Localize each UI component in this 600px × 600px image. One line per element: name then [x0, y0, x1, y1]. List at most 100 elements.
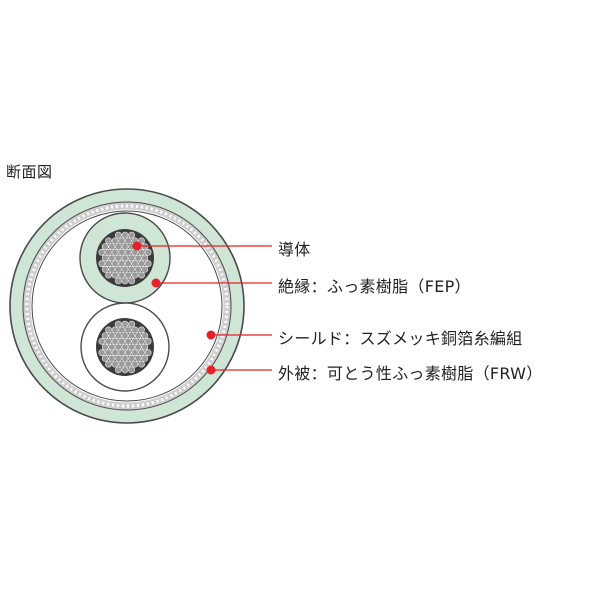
conductor-strand: [131, 337, 139, 345]
conductor-strand: [144, 337, 152, 345]
conductor-strand: [108, 254, 116, 262]
conductor-strand: [124, 260, 132, 268]
conductor-strand: [108, 354, 116, 362]
conductor-strand: [115, 277, 122, 285]
conductor-strand: [108, 343, 116, 351]
lower-conductor-strands: [98, 320, 152, 374]
conductor-strand: [134, 265, 142, 273]
conductor-strand: [141, 332, 149, 339]
conductor-strand: [121, 343, 129, 351]
conductor-strand: [105, 271, 112, 279]
shield-outer-line: [22, 201, 232, 411]
conductor-strand: [141, 354, 149, 362]
callout-insulation: [151, 278, 272, 288]
conductor-strand: [115, 254, 122, 262]
conductor-strand: [124, 248, 132, 256]
conductor-strand: [115, 265, 122, 273]
conductor-strand: [128, 332, 135, 339]
conductor-strand: [108, 265, 116, 273]
callout-conductor: [132, 241, 272, 251]
conductor-strand: [101, 354, 109, 362]
conductor-strand: [128, 277, 135, 285]
conductor-strand: [115, 354, 122, 362]
conductor-strand: [111, 349, 119, 357]
conductor-strand: [128, 265, 135, 273]
conductor-strand: [128, 343, 135, 351]
conductor-strand: [115, 243, 122, 250]
conductor-strand: [134, 254, 142, 262]
conductor-strand: [101, 332, 109, 339]
conductor-strand: [124, 271, 132, 279]
conductor-strand: [124, 360, 132, 368]
conductor-strand: [121, 354, 129, 362]
conductor-strand: [138, 271, 145, 279]
conductor-strand: [138, 237, 145, 245]
conductor-strand: [121, 265, 129, 273]
conductor-strand: [121, 277, 129, 285]
conductor-strand: [121, 254, 129, 262]
conductor-strand: [111, 248, 119, 256]
conductor-strand: [105, 237, 112, 245]
conductor-strand: [124, 349, 132, 357]
conductor-strand: [111, 260, 119, 268]
conductor-strand: [134, 343, 142, 351]
conductor-strand: [134, 354, 142, 362]
conductor-strand: [131, 271, 139, 279]
conductor-strand: [111, 337, 119, 345]
conductor-strand: [98, 248, 106, 256]
callout-jacket: [206, 365, 272, 375]
upper-conductor-strands: [98, 231, 152, 285]
conductor-strand: [118, 337, 126, 345]
conductor-strand: [128, 320, 135, 328]
conductor-strand: [111, 360, 119, 368]
conductor-strand: [138, 248, 145, 256]
conductor-strand: [121, 243, 129, 250]
conductor-strand: [111, 237, 119, 245]
conductor-strand: [105, 337, 112, 345]
conductor-strand: [118, 248, 126, 256]
conductor-strand: [144, 260, 152, 268]
conductor-strand: [118, 360, 126, 368]
label-insulation: 絶縁：ふっ素樹脂（FEP）: [278, 277, 471, 296]
conductor-strand: [111, 326, 119, 334]
conductor-strand: [128, 354, 135, 362]
conductor-strand: [118, 237, 126, 245]
conductor-strand: [101, 343, 109, 351]
conductor-strand: [101, 254, 109, 262]
conductor-strand: [124, 237, 132, 245]
conductor-strand: [118, 260, 126, 268]
conductor-strand: [144, 248, 152, 256]
shield-braid-dots: [25, 204, 229, 408]
conductor-strand: [98, 260, 106, 268]
label-conductor: 導体: [278, 240, 311, 259]
conductor-strand: [124, 337, 132, 345]
conductor-strand: [115, 231, 122, 239]
conductor-strand: [128, 254, 135, 262]
conductor-strand: [138, 360, 145, 368]
conductor-strand: [141, 265, 149, 273]
conductor-strand: [115, 343, 122, 351]
conductor-strand: [121, 332, 129, 339]
conductor-strand: [108, 243, 116, 250]
conductor-strand: [131, 260, 139, 268]
conductor-strand: [105, 349, 112, 357]
conductor-strand: [115, 332, 122, 339]
conductor-strand: [105, 360, 112, 368]
conductor-strand: [98, 349, 106, 357]
conductor-strand: [118, 271, 126, 279]
conductor-strand: [131, 349, 139, 357]
conductor-strand: [124, 326, 132, 334]
diagram-title: 断面図: [6, 163, 53, 181]
conductor-strand: [131, 326, 139, 334]
conductor-strand: [134, 332, 142, 339]
conductor-strand: [105, 326, 112, 334]
conductor-strand: [138, 260, 145, 268]
callout-shield: [206, 330, 272, 340]
label-jacket: 外被：可とう性ふっ素樹脂（FRW）: [278, 364, 543, 383]
conductor-strand: [128, 366, 135, 374]
conductor-strand: [105, 248, 112, 256]
conductor-strand: [144, 349, 152, 357]
conductor-strand: [105, 260, 112, 268]
conductor-strand: [108, 332, 116, 339]
conductor-strand: [128, 231, 135, 239]
